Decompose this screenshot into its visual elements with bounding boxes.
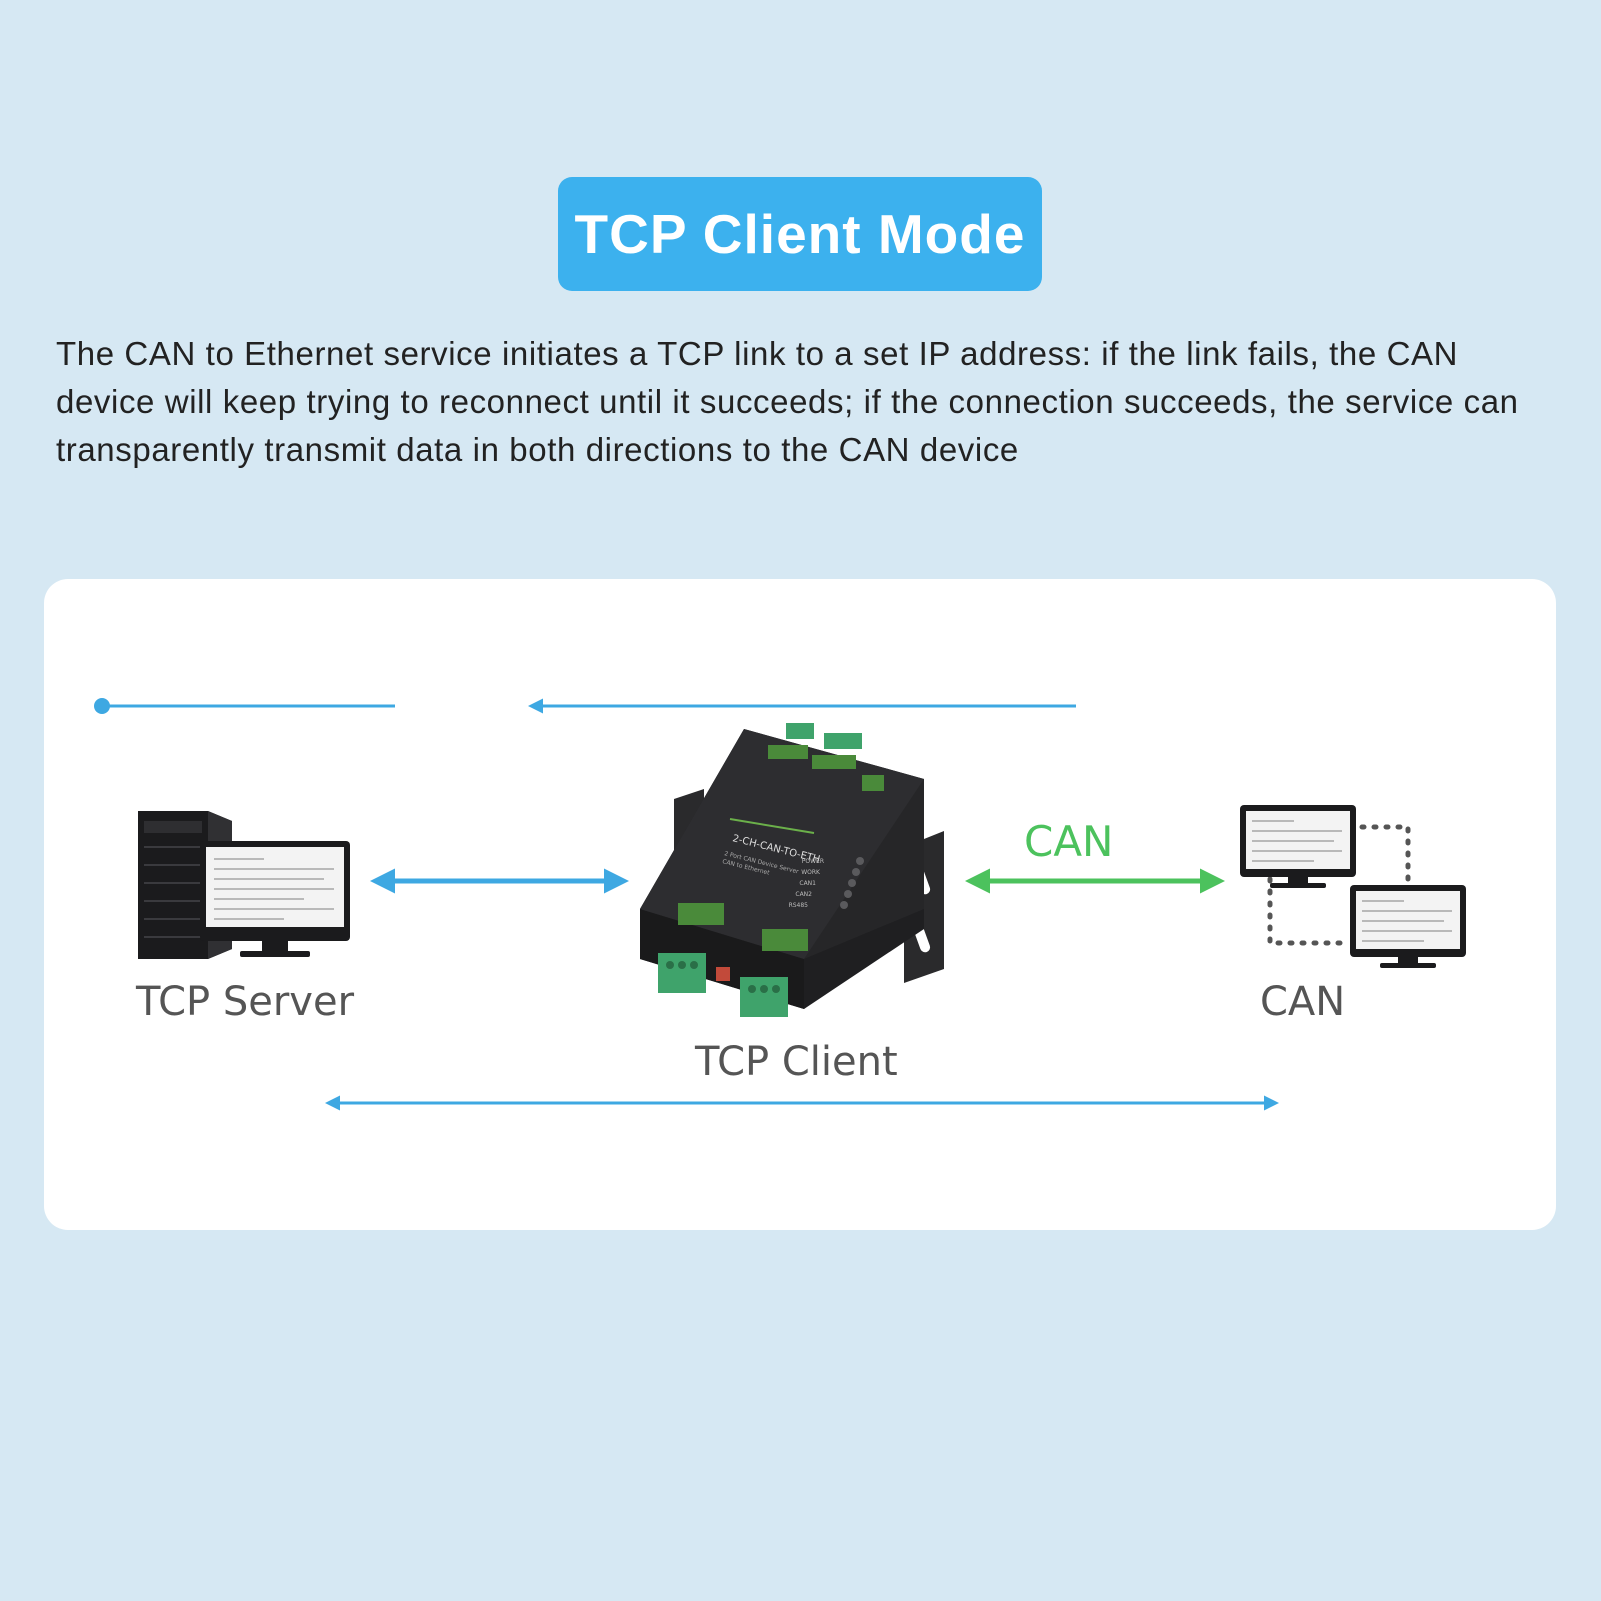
led-label-power: POWER	[802, 858, 824, 865]
tcp-client-label: TCP Client	[695, 1039, 898, 1085]
diagram-canvas: 2-CH-CAN-TO-ETH 2 Port CAN Device Server…	[94, 698, 1466, 1111]
title-badge: TCP Client Mode	[558, 177, 1042, 291]
led-rs485	[840, 901, 848, 909]
led-label-can1: CAN1	[799, 880, 816, 887]
can-network-icon	[1240, 805, 1466, 968]
bottom-terminal-1	[658, 953, 706, 993]
top-terminal-1	[786, 723, 814, 739]
led-work	[852, 868, 860, 876]
status-leds	[840, 857, 864, 909]
led-label-can2: CAN2	[795, 891, 812, 898]
can-ethernet-device: 2-CH-CAN-TO-ETH 2 Port CAN Device Server…	[640, 723, 944, 1017]
bottom-terminal-2	[740, 977, 788, 1017]
page-title: TCP Client Mode	[574, 203, 1026, 265]
led-can1	[848, 879, 856, 887]
dip-switch	[716, 967, 730, 981]
diagram-card: 2-CH-CAN-TO-ETH 2 Port CAN Device Server…	[44, 579, 1556, 1230]
server-computer-icon	[138, 811, 350, 959]
description-text: The CAN to Ethernet service initiates a …	[56, 335, 1519, 468]
can-label: CAN	[1260, 979, 1346, 1025]
led-power	[856, 857, 864, 865]
led-label-rs485: RS485	[789, 902, 809, 909]
led-label-work: WORK	[801, 869, 821, 876]
led-can2	[844, 890, 852, 898]
top-terminal-2	[824, 733, 862, 749]
can-link-label: CAN	[1024, 817, 1114, 866]
top-flow-line	[94, 698, 1076, 714]
tcp-server-label: TCP Server	[136, 979, 355, 1025]
